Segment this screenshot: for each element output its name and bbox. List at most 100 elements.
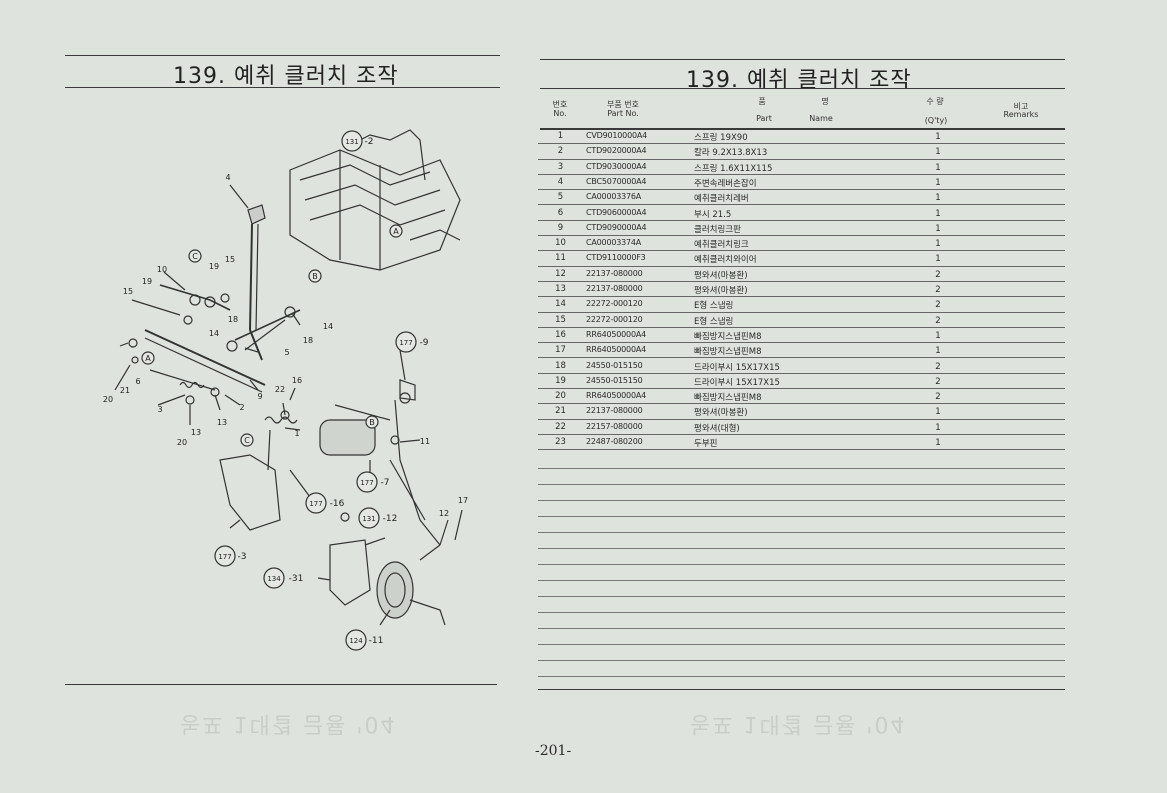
row-part-number: CA00003374A	[586, 238, 642, 248]
empty-row-line	[538, 516, 1065, 517]
header-pn-en: Part No.	[607, 109, 639, 118]
part-label-10: 10	[157, 265, 167, 274]
left-title-bottom-rule	[65, 87, 500, 88]
row-part-name: 평와셔(마봉환)	[694, 270, 748, 281]
part-label-18a: 18	[228, 315, 238, 324]
ref-177-3-suffix: -3	[238, 552, 247, 562]
row-no: 9	[557, 222, 564, 233]
ref-177-3-num: 177	[218, 553, 231, 561]
ref-circle-177-16	[305, 492, 327, 514]
ref-124-11-num: 124	[349, 637, 363, 645]
ref-131-12-num: 131	[362, 515, 375, 523]
part-label-11: 11	[420, 437, 430, 446]
ref-124-11-suffix: -11	[369, 636, 384, 646]
header-remarks-en: Remarks	[1003, 110, 1039, 119]
row-no: 20	[555, 391, 566, 402]
ref-circle-124-11	[345, 629, 367, 651]
row-part-name: 스프링 1.6X11X115	[694, 163, 773, 174]
empty-row-line	[538, 612, 1065, 613]
ref-a-lower-text: A	[145, 354, 151, 363]
ref-b-text: B	[312, 272, 318, 281]
ref-131-2-suffix: -2	[365, 137, 374, 147]
right-ghost-text: 농포 1대결 금룡 '04	[690, 711, 907, 736]
part-label-13b: 13	[217, 418, 227, 427]
part-label-22: 22	[275, 385, 285, 394]
row-quantity: 1	[935, 208, 941, 219]
ref-134-31-suffix: -31	[289, 574, 304, 584]
ref-circle-177-3	[214, 545, 236, 567]
row-no: 12	[555, 268, 566, 279]
row-part-name: E형 스냅링	[694, 301, 734, 312]
right-title-top-rule	[540, 59, 1065, 60]
row-part-number: RR64050000A4	[586, 345, 646, 355]
ref-letter-c-lower	[240, 433, 254, 447]
ref-circle-177-7	[356, 471, 378, 493]
header-pn-ko: 부품 번호	[607, 100, 639, 109]
row-no: 23	[555, 437, 566, 447]
ref-177-9-suffix: -9	[420, 338, 429, 348]
empty-row-line	[538, 644, 1065, 645]
part-label-5: 5	[284, 348, 289, 357]
empty-row-line	[538, 676, 1065, 677]
page-number: -201-	[535, 743, 572, 759]
row-quantity: 2	[935, 269, 941, 280]
row-part-name: 평와셔(마봉환)	[694, 286, 748, 296]
ref-177-7-suffix: -7	[381, 478, 390, 488]
row-quantity: 2	[935, 285, 941, 295]
part-label-14a: 14	[323, 322, 333, 331]
row-quantity: 1	[935, 330, 941, 341]
ref-c-upper-text: C	[192, 252, 198, 261]
ref-177-16-suffix: -16	[330, 499, 345, 509]
row-no: 2	[557, 146, 564, 157]
ref-letter-c-upper	[188, 249, 202, 263]
row-part-number: 22487-080200	[586, 437, 643, 446]
part-label-12: 12	[439, 509, 449, 518]
part-label-9: 9	[257, 392, 262, 401]
row-part-number: RR64050000A4	[586, 391, 646, 401]
row-part-name: 두부핀	[694, 439, 718, 449]
ref-131-12-suffix: -12	[383, 514, 398, 524]
row-quantity: 2	[935, 392, 941, 403]
ref-177-7-num: 177	[360, 479, 373, 487]
row-part-name: 칼라 9.2X13.8X13	[694, 148, 768, 159]
ref-circle-134-31	[263, 567, 285, 589]
row-no: 4	[557, 176, 564, 187]
empty-row-line	[538, 564, 1065, 565]
row-no: 13	[555, 284, 566, 294]
row-part-name: 클러치링크판	[694, 224, 741, 235]
row-quantity: 1	[935, 239, 941, 250]
part-label-1: 1	[294, 429, 299, 438]
empty-row-line	[538, 500, 1065, 501]
row-part-number: CA00003376A	[586, 192, 642, 202]
row-quantity: 1	[935, 162, 941, 173]
row-part-name: 빠짐방지스냅핀M8	[694, 347, 762, 358]
part-label-15a: 15	[225, 255, 235, 264]
ref-177-9-num: 177	[399, 339, 412, 347]
header-no-ko: 번호	[552, 100, 568, 109]
ref-letter-a-lower	[141, 351, 155, 365]
row-quantity: 1	[935, 177, 941, 188]
row-part-number: 22272-000120	[586, 314, 643, 324]
row-no: 21	[555, 406, 566, 417]
row-part-number: 24550-015150	[586, 360, 643, 370]
row-quantity: 2	[935, 315, 941, 326]
row-part-number: CTD9090000A4	[586, 222, 647, 232]
ref-b-lower-text: B	[369, 418, 375, 427]
ref-circle-131-2	[341, 130, 363, 152]
header-name-ko-1: 품	[758, 97, 766, 106]
row-no: 15	[555, 314, 566, 325]
row-no: 1	[557, 131, 564, 141]
row-no: 16	[555, 329, 566, 340]
row-quantity: 2	[935, 376, 941, 387]
